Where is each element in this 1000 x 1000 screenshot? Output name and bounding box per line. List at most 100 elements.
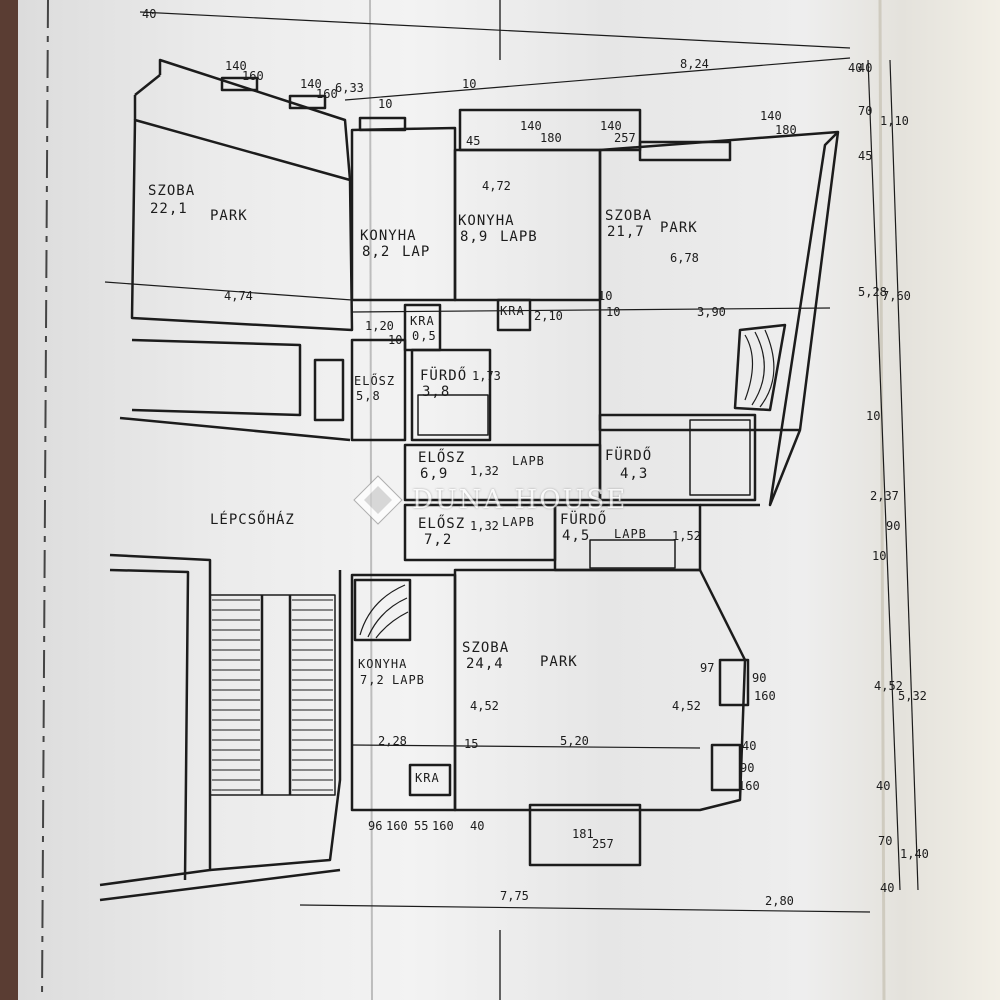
room-szoba-ne-area: 21,7 <box>607 224 645 240</box>
room-konyha-3-area: 7,2 <box>360 673 385 687</box>
wall-kra-3 <box>408 763 452 797</box>
wall-west-corridor <box>131 338 302 417</box>
room-eloszt-3-name: ELŐSZ <box>418 514 465 532</box>
dim-right-6: 10 <box>866 409 880 423</box>
room-szoba-s-floor: PARK <box>540 654 578 670</box>
balcony-s <box>528 803 642 867</box>
watermark: DUNA HOUSE <box>352 472 652 528</box>
wall <box>134 74 161 96</box>
bathtub <box>589 539 676 569</box>
room-szoba-s-area: 24,4 <box>466 656 504 672</box>
dim-bottom-7: 181 <box>572 827 594 841</box>
dim-bottom-6: 40 <box>470 819 484 833</box>
dim-right-0: 40 <box>858 61 872 75</box>
dim-top-4: 40 <box>848 61 862 75</box>
dim-right-10: 4,52 <box>874 679 903 693</box>
dimension-line-right <box>889 59 919 891</box>
dim-right-9: 10 <box>872 549 886 563</box>
window <box>288 94 327 110</box>
window <box>220 76 259 92</box>
room-konyha-3-floor: LAPB <box>392 673 425 687</box>
dim-window-5: 257 <box>614 131 636 145</box>
dim-interior-15: 40 <box>742 739 756 753</box>
dim-interior-6: 6,78 <box>670 251 699 265</box>
dim-right-15: 40 <box>880 881 894 895</box>
room-szoba-nw-floor: PARK <box>210 208 248 224</box>
room-szoba-ne-floor: PARK <box>660 220 698 236</box>
wall-stairwell <box>99 553 212 887</box>
watermark-brand: DUNA HOUSE <box>412 485 628 515</box>
room-eloszt-1-area: 5,8 <box>356 389 381 403</box>
fold-line <box>878 0 886 1000</box>
dim-right-14: 1,40 <box>900 847 929 861</box>
wall-stairwell-inner <box>109 568 190 881</box>
room-konyha-1-area: 8,2 <box>362 244 390 260</box>
room-konyha-3-name: KONYHA <box>358 657 407 671</box>
wall-stairwell-east <box>209 570 342 872</box>
stair-steps <box>744 329 775 408</box>
diamond-logo-icon <box>353 475 403 525</box>
dim-interior-5: 3,90 <box>697 305 726 319</box>
dim-right-5: 7,60 <box>882 289 911 303</box>
dim-bottom-8: 257 <box>592 837 614 851</box>
room-furdo-3-area: 4,5 <box>562 528 590 544</box>
dim-right-2: 1,10 <box>880 114 909 128</box>
room-szoba-nw-area: 22,1 <box>150 201 188 217</box>
window <box>710 743 742 792</box>
dimension-line-bottom <box>299 904 871 913</box>
wall-line <box>99 868 341 902</box>
dim-interior-19: 1,32 <box>470 519 499 533</box>
wall-szoba-s <box>453 568 747 812</box>
dim-bottom-1: 2,80 <box>765 894 794 908</box>
dim-top-6: 45 <box>466 134 480 148</box>
dim-top-2: 10 <box>462 77 476 91</box>
room-furdo-1-area: 3,8 <box>422 384 450 400</box>
dim-interior-21: 4,72 <box>482 179 511 193</box>
room-kra-1-name: KRA <box>410 314 435 328</box>
dim-interior-12: 97 <box>700 661 714 675</box>
dim-top-7: 10 <box>598 289 612 303</box>
wall-szoba-nw <box>130 118 354 332</box>
wall-east-outer <box>768 131 839 507</box>
stair-treads <box>212 599 333 791</box>
dim-window-1: 180 <box>540 131 562 145</box>
dim-right-12: 40 <box>876 779 890 793</box>
room-kra-2-name: KRA <box>500 304 525 318</box>
room-eloszt-2-name: ELŐSZ <box>418 448 465 466</box>
dimension-line <box>351 744 701 749</box>
dim-interior-1: 1,20 <box>365 319 394 333</box>
dimension-line-top <box>344 57 851 101</box>
dim-window-6: 140 <box>225 59 247 73</box>
wall-kra-2 <box>496 298 532 332</box>
dim-bottom-0: 7,75 <box>500 889 529 903</box>
dim-window-4: 140 <box>600 119 622 133</box>
wall-furdo-2 <box>598 413 757 502</box>
room-szoba-ne-name: SZOBA <box>605 208 652 224</box>
spiral-stair <box>733 323 787 412</box>
dim-interior-18: 1,52 <box>672 529 701 543</box>
dim-window-2: 140 <box>760 109 782 123</box>
room-eloszt-3-floor: LAPB <box>502 515 535 529</box>
dim-interior-9: 5,20 <box>560 734 589 748</box>
dimension-line-top <box>139 11 851 49</box>
axis-line <box>41 0 49 1000</box>
dim-top-0: 40 <box>142 7 156 21</box>
bathtub <box>417 394 489 436</box>
dim-interior-17: 160 <box>738 779 760 793</box>
dim-interior-8: 15 <box>464 737 478 751</box>
room-konyha-2-area: 8,9 <box>460 229 488 245</box>
room-konyha-1-name: KONYHA <box>360 228 417 244</box>
room-furdo-2-area: 4,3 <box>620 466 648 482</box>
bathtub <box>689 419 751 496</box>
room-lepcsohaz-name: LÉPCSŐHÁZ <box>210 510 295 528</box>
dim-interior-16: 90 <box>740 761 754 775</box>
dim-top-3: 8,24 <box>680 57 709 71</box>
wall-line <box>119 416 351 442</box>
room-konyha-2-name: KONYHA <box>458 213 515 229</box>
room-konyha-2-floor: LAPB <box>500 229 538 245</box>
wall-konyha-1 <box>350 126 457 302</box>
dim-interior-20: 1,32 <box>470 464 499 478</box>
dim-interior-22: 1,73 <box>472 369 501 383</box>
